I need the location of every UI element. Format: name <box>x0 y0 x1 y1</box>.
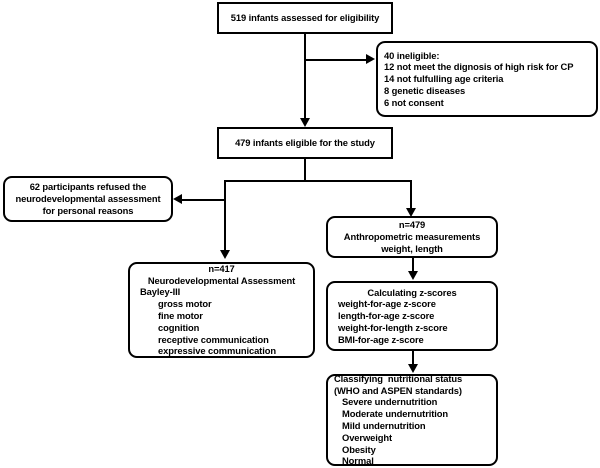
node-refused-line-2: for personal reasons <box>42 204 134 216</box>
node-neuro-line-4: fine motor <box>158 310 203 321</box>
arrowhead-zscores <box>407 271 418 280</box>
connector-assessed-to-eligible <box>304 34 306 125</box>
node-neuro-line-2: Bayley-III <box>140 286 181 298</box>
node-refused-assessment: 62 participants refused the neurodevelop… <box>3 176 173 222</box>
connector-eligible-stem <box>304 159 306 182</box>
connector-split-bus <box>224 180 412 182</box>
node-classifying-line-7: Normal <box>342 455 374 467</box>
node-classifying-line-4: Mild undernutrition <box>342 420 426 431</box>
node-calculating-zscores: Calculating z-scores weight-for-age z-sc… <box>326 281 498 351</box>
node-anthropometric-line-0: n=479 <box>398 219 426 231</box>
node-neuro-line-6: receptive communication <box>158 333 269 345</box>
connector-zscores-to-classifying <box>412 351 414 370</box>
node-ineligible-line-1: 12 not meet the dignosis of high risk fo… <box>384 61 574 73</box>
connector-bus-to-neuro <box>224 180 226 252</box>
node-neuro-line-3: gross motor <box>158 298 212 310</box>
arrowhead-refused <box>173 193 182 204</box>
node-neurodevelopmental-assessment: n=417 Neurodevelopmental Assessment Bayl… <box>128 262 315 358</box>
node-classifying-line-0: Classifying nutritional status <box>334 372 463 384</box>
node-zscores-line-3: weight-for-length z-score <box>338 321 448 333</box>
node-zscores-line-2: length-for-age z-score <box>338 310 435 322</box>
node-classifying-line-2: Severe undernutrition <box>342 396 438 408</box>
node-ineligible-line-0: 40 ineligible: <box>384 49 440 61</box>
node-eligible-line-0: 479 infants eligible for the study <box>235 137 375 149</box>
node-zscores-line-0: Calculating z-scores <box>367 286 457 298</box>
node-neuro-line-5: cognition <box>158 321 200 333</box>
node-neuro-line-1: Neurodevelopmental Assessment <box>147 274 296 286</box>
connector-bus-to-anthropometric <box>410 180 412 210</box>
node-zscores-line-4: BMI-for-age z-score <box>338 333 424 345</box>
node-refused-line-0: 62 participants refused the <box>29 181 147 193</box>
node-ineligible-line-2: 14 not fulfulling age criteria <box>384 73 504 85</box>
arrowhead-anthropometric <box>405 208 416 217</box>
node-classifying-line-3: Moderate undernutrition <box>342 408 449 420</box>
arrowhead-neuro <box>219 250 230 259</box>
connector-bus-to-refused <box>182 199 225 201</box>
node-eligible-for-study: 479 infants eligible for the study <box>217 127 393 159</box>
node-neuro-line-7: expressive communication <box>158 345 276 357</box>
node-anthropometric-line-1: Anthropometric measurements <box>343 231 481 243</box>
node-classifying-line-1: (WHO and ASPEN standards) <box>334 384 462 396</box>
node-ineligible-line-3: 8 genetic diseases <box>384 84 466 96</box>
node-assessed-for-eligibility: 519 infants assessed for eligibility <box>217 2 393 34</box>
node-neuro-line-0: n=417 <box>208 262 235 274</box>
node-anthropometric-measurements: n=479 Anthropometric measurements weight… <box>326 216 498 258</box>
node-anthropometric-line-2: weight, length <box>381 242 443 254</box>
connector-assessed-to-ineligible <box>304 59 367 61</box>
arrowhead-classifying <box>407 364 418 373</box>
node-zscores-line-1: weight-for-age z-score <box>338 298 436 310</box>
node-classifying-line-6: Obesity <box>342 443 376 455</box>
connector-anthropometric-to-zscores <box>412 258 414 277</box>
node-classifying-nutritional-status: Classifying nutritional status (WHO and … <box>326 372 498 467</box>
node-classifying-line-5: Overweight <box>342 431 393 443</box>
arrowhead-ineligible <box>366 53 375 64</box>
node-ineligible-line-4: 6 not consent <box>384 96 444 108</box>
node-ineligible: 40 ineligible: 12 not meet the dignosis … <box>376 41 598 117</box>
arrowhead-eligible <box>299 118 310 127</box>
node-refused-line-1: neurodevelopmental assessment <box>15 193 161 205</box>
node-assessed-line-0: 519 infants assessed for eligibility <box>230 12 380 24</box>
